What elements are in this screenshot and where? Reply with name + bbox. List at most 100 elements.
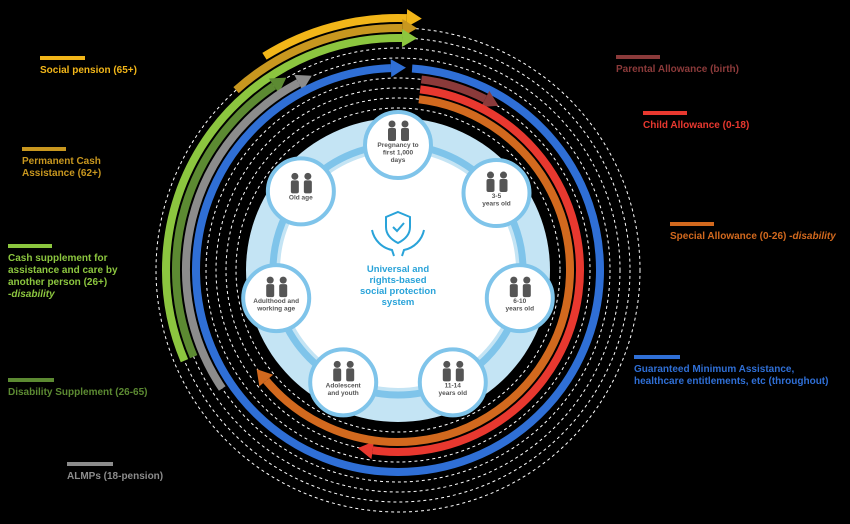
worker-icon [266,276,288,298]
stage-circle [265,156,336,227]
social-pension-label: Social pension (65+) [40,56,137,77]
stage-circle [417,347,488,418]
children-icon [509,276,531,298]
disability-supplement-label: Disability Supplement (26-65) [8,378,147,399]
dashed-ring [185,57,611,483]
stage-label: Old age [289,194,313,201]
social-pension-legend-bar [40,56,85,60]
cash-supplement-label-line: another person (26+) [8,277,108,288]
dashed-ring [205,77,591,463]
stage-circle [461,158,532,229]
children-icon [486,171,508,193]
stage-circle [241,263,312,334]
child-allowance-label-line: Child Allowance (0-18) [643,120,750,131]
disability-supplement-arrow [268,77,287,94]
social-pension-arc [262,14,407,60]
inner-disc [280,152,516,388]
stage-label-line: days [391,157,406,164]
special-allowance-label: Special Allowance (0-26) -disability [670,222,836,243]
stage-label-line: Adulthood and [253,298,299,305]
stage-label-line: Adolescent [326,382,362,389]
child-allowance-legend-bar [643,111,687,115]
special-allowance-label-italic: -disability [789,231,836,242]
benefit-arcs [162,9,604,476]
stage-label-line: years old [506,306,535,313]
guaranteed-minimum-label: Guaranteed Minimum Assistance,healthcare… [634,355,828,388]
cash-supplement-label-line: Cash supplement for [8,253,108,264]
stage-6: Old age [265,156,336,227]
stage-circle [308,347,379,418]
almps-legend-bar [67,462,113,466]
center-title-line: social protection [360,286,436,297]
stage-label-line: years old [439,390,468,397]
permanent-cash-legend-bar [22,147,66,151]
guaranteed-minimum-arc [192,64,399,476]
guaranteed-minimum-label-line: healthcare entitlements, etc (throughout… [634,376,829,387]
special-allowance-arc [263,95,574,446]
stage-label-line: Pregnancy to [377,142,418,149]
disability-supplement-label-line: Disability Supplement (26-65) [8,387,148,398]
disability-supplement-legend-bar [8,378,54,382]
almps-arrow [294,74,312,91]
center-title-line: Universal and [367,264,429,275]
center-title-line: system [382,297,415,308]
dashed-ring [155,27,641,513]
stage-circle [484,263,555,334]
social-pension-label-line: Social pension (65+) [40,65,137,76]
disability-supplement-arc [172,82,277,359]
parental-allowance-arrow [481,90,499,107]
child-allowance-label: Child Allowance (0-18) [643,111,749,132]
special-allowance-label-line: Special Allowance (0-26) [670,231,790,242]
guaranteed-minimum-label-line: Guaranteed Minimum Assistance, [634,364,795,375]
guaranteed-minimum-arc [397,64,604,476]
cash-supplement-arrow [401,29,418,48]
wheelchair-child-icon [442,360,464,382]
elderly-icon [290,172,312,194]
stage-label-line: first 1,000 [383,150,414,157]
parental-allowance-label: Parental Allowance (birth) [616,55,739,76]
stage-label-line: working age [256,306,295,313]
cash-supplement-legend-bar [8,244,52,248]
stage-circle [363,110,433,180]
stage-label-line: Old age [289,194,313,201]
stage-label-line: and youth [328,390,359,397]
cash-supplement-arc [162,34,403,363]
dashed-ring [235,107,561,433]
permanent-cash-label-line: Permanent Cash [22,156,101,167]
guaranteed-minimum-arrow [390,59,406,78]
permanent-cash-arc [233,24,403,94]
stage-label-line: years old [482,201,511,208]
child-allowance-arrow [357,441,374,460]
stage-label-line: 11-14 [445,382,462,389]
almps-label: ALMPs (18-pension) [67,462,163,483]
almps-arc [182,79,301,391]
pregnancy-icon [388,120,409,141]
cash-supplement-label-italic: -disability [8,289,55,300]
center-title-line: rights-based [369,275,426,286]
parental-allowance-legend-bar [616,55,660,59]
stage-label-line: 6-10 [513,298,526,305]
stage-label-line: 3-5 [492,193,502,200]
permanent-cash-label-line: Assistance (62+) [22,168,102,179]
almps-label-line: ALMPs (18-pension) [67,471,164,482]
cash-supplement-label-line: assistance and care by [8,265,118,276]
parental-allowance-label-line: Parental Allowance (birth) [616,64,739,75]
